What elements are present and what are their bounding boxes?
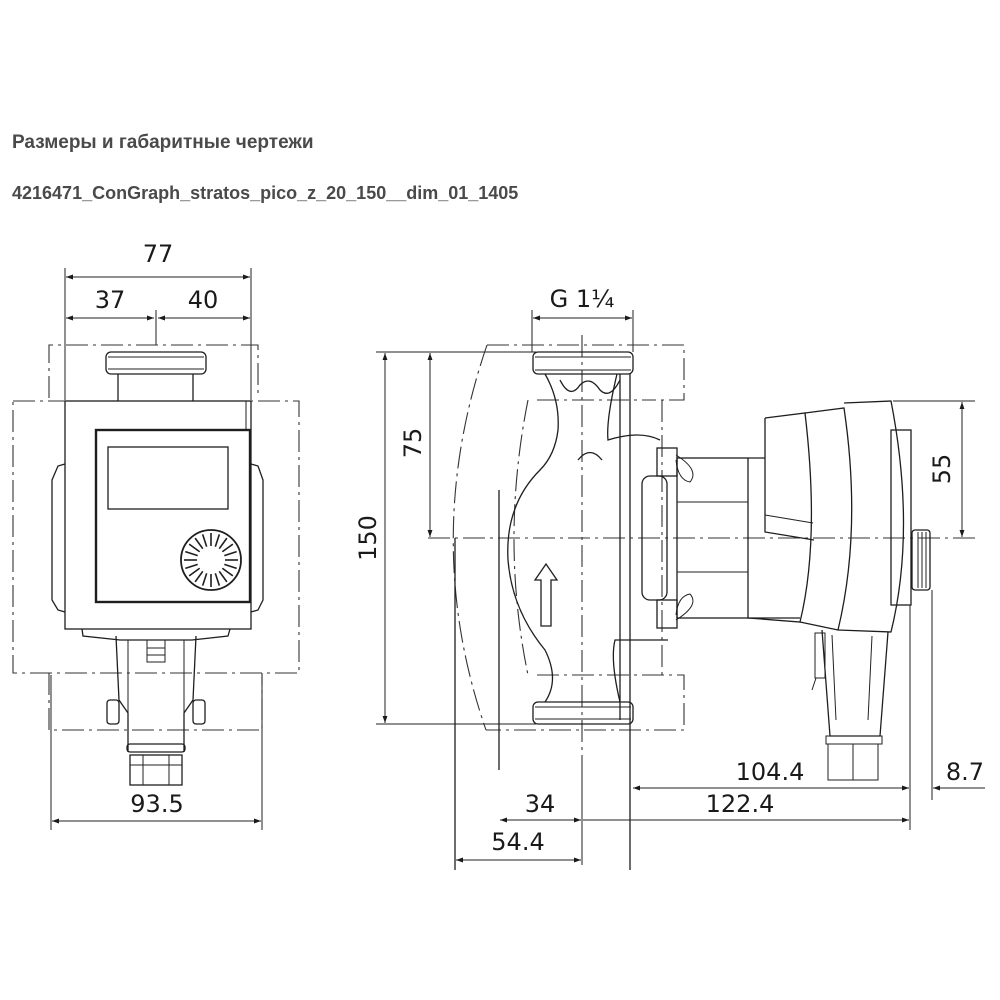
control-knob-icon (180, 529, 242, 591)
dim-93-5-label: 93.5 (130, 790, 183, 818)
dim-8-7-label: 8.7 (946, 758, 984, 786)
dim-55-label: 55 (928, 454, 956, 485)
dim-75-label: 75 (399, 428, 427, 459)
page-title: Размеры и габаритные чертежи (12, 132, 314, 153)
dim-150-label: 150 (354, 515, 382, 561)
drawing-id: 4216471_ConGraph_stratos_pico_z_20_150__… (12, 183, 519, 203)
dim-34-label: 34 (525, 790, 556, 818)
dim-122-4-label: 122.4 (706, 790, 775, 818)
dim-54-4-label: 54.4 (491, 828, 544, 856)
dim-77-label: 77 (143, 240, 174, 268)
side-view: G 1¼ 150 75 (354, 285, 985, 870)
dim-104-4-label: 104.4 (736, 758, 805, 786)
dim-37-label: 37 (95, 286, 126, 314)
dim-40-label: 40 (188, 286, 219, 314)
front-view: 77 37 40 (12, 240, 300, 830)
dim-thread-label: G 1¼ (550, 285, 615, 313)
flow-direction-arrow-icon (533, 562, 559, 627)
